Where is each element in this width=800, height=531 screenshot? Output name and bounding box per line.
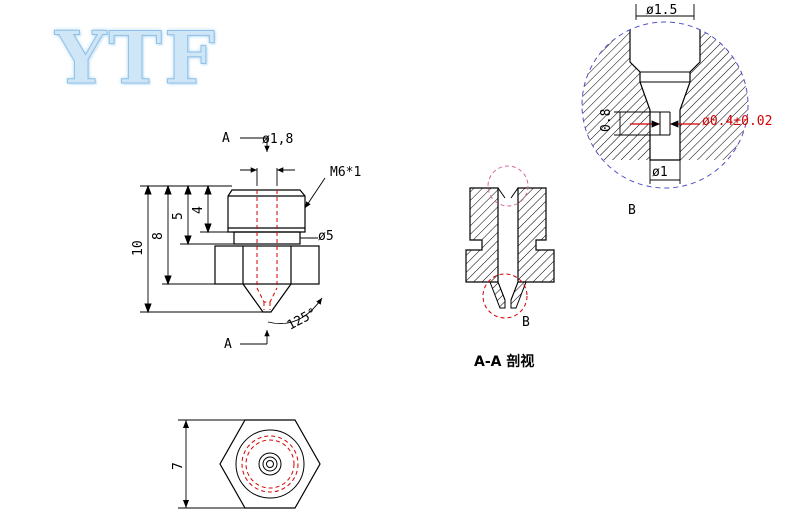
front-view	[214, 189, 320, 313]
front-hex-body	[214, 245, 320, 285]
height-8-label: 8	[151, 232, 166, 240]
detail-top-diameter: ø1.5	[646, 3, 677, 18]
detail-land-length: 0.8	[599, 109, 614, 132]
front-hidden-bore	[256, 190, 278, 310]
hex-size-label: 7	[171, 462, 186, 470]
height-total-label: 10	[131, 240, 146, 256]
bottom-view: 7	[171, 419, 321, 509]
bore-diameter-label: ø1,8	[262, 132, 293, 147]
detail-orifice-diameter: ø0.4±0.02	[702, 114, 772, 129]
section-marker-top: A	[222, 131, 230, 146]
thread-label: M6*1	[330, 165, 361, 180]
front-dimension-text: A A ø1,8 M6*1 ø5 10 8 5 4 125°	[131, 131, 361, 352]
detail-view-circle	[581, 21, 749, 189]
thread-diameter-label: ø5	[318, 229, 334, 244]
ytf-logo: YTF	[54, 15, 218, 100]
height-5-label: 5	[171, 212, 186, 220]
detail-view: ø1.5 0.8 ø0.4±0.02 ø1 B	[581, 3, 772, 218]
front-neck	[233, 231, 301, 245]
front-tip-cone	[242, 283, 292, 313]
detail-view-label: B	[628, 203, 636, 218]
front-dimensions	[140, 137, 326, 345]
height-4-label: 4	[191, 206, 206, 214]
section-tip-detail-circle	[482, 273, 528, 319]
section-right-wall	[517, 187, 555, 283]
section-caption: A-A 剖视	[474, 353, 534, 370]
detail-bottom-diameter: ø1	[652, 165, 668, 180]
section-top-detail-circle	[487, 165, 529, 207]
section-left-wall	[465, 187, 499, 283]
section-marker-bottom: A	[224, 337, 232, 352]
section-detail-marker: B	[522, 315, 530, 330]
section-view: B A-A 剖视	[465, 165, 555, 370]
bottom-hexagon	[219, 419, 321, 509]
tip-angle-label: 125°	[285, 306, 320, 334]
